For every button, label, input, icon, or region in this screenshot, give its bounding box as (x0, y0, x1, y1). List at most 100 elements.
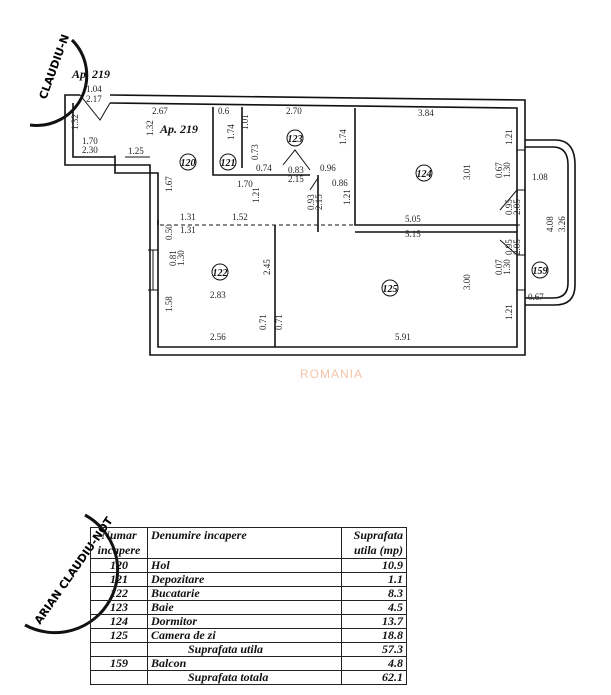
dimension: 1.67 (164, 176, 174, 192)
dimension: 0.67 (528, 292, 544, 302)
room-number: 159 (533, 266, 548, 277)
dimension: 1.31 (180, 212, 196, 222)
room-name: Balcon (147, 656, 342, 671)
room-area: 1.1 (341, 572, 407, 587)
dimension-labels: 1.04 2.17 1.32 2.67 0.6 2.70 3.84 1.32 1… (70, 84, 567, 342)
dimension: 1.74 (338, 129, 348, 145)
dimension: 2.30 (82, 145, 98, 155)
dimension: 0.86 (332, 178, 348, 188)
walls (64, 94, 576, 356)
dimension: 2.83 (210, 290, 226, 300)
room-number: 159 (90, 656, 148, 671)
dimension: 1.32 (70, 114, 80, 130)
dimension: 1.32 (145, 120, 155, 136)
dimension: 0.71 (258, 314, 268, 330)
room-number: 125 (383, 284, 398, 295)
room-number: 121 (221, 158, 236, 169)
dimension: 5.05 (405, 214, 421, 224)
room-number: 123 (288, 134, 303, 145)
room-area: 13.7 (341, 614, 407, 629)
empty-cell (90, 670, 148, 685)
dimension: 0.95 (504, 239, 514, 255)
dimension: 2.15 (314, 194, 324, 210)
dimension: 0.71 (274, 314, 284, 330)
room-name: Depozitare (147, 572, 342, 587)
room-number: 120 (90, 558, 148, 573)
dimension: 1.08 (532, 172, 548, 182)
room-area: 18.8 (341, 628, 407, 643)
dimension: 2.15 (288, 174, 304, 184)
dimension: 0.81 (168, 250, 178, 266)
dimension: 2.70 (286, 106, 302, 116)
dimension: 4.08 (545, 216, 555, 232)
dimension: 0.6 (218, 106, 230, 116)
room-number: 121 (90, 572, 148, 587)
room-number: 124 (90, 614, 148, 629)
room-number: 124 (417, 169, 432, 180)
room-number: 125 (90, 628, 148, 643)
room-number: 123 (90, 600, 148, 615)
dimension: 1.21 (504, 304, 514, 320)
dimension: 1.70 (237, 179, 253, 189)
empty-cell (90, 642, 148, 657)
room-area: 10.9 (341, 558, 407, 573)
header-room-number: Numar incapere (90, 527, 148, 559)
dimension: 0.96 (320, 163, 336, 173)
dimension: 0.50 (164, 224, 174, 240)
dimension: 3.00 (462, 274, 472, 290)
room-number: 122 (213, 268, 228, 279)
dimension: 1.25 (128, 146, 144, 156)
dimension: 5.91 (395, 332, 411, 342)
room-number: 122 (90, 586, 148, 601)
dimension: 0.73 (250, 144, 260, 160)
header-room-name: Denumire incapere (147, 527, 342, 559)
dimension: 2.45 (262, 259, 272, 275)
dimension: 1.30 (502, 162, 512, 178)
header-area: Suprafata utila (mp) (341, 527, 407, 559)
dimension: 3.26 (557, 216, 567, 232)
room-number: 120 (181, 158, 196, 169)
room-area: 4.8 (341, 656, 407, 671)
dimension: 3.01 (462, 164, 472, 180)
dimension: 2.67 (152, 106, 168, 116)
room-area: 8.3 (341, 586, 407, 601)
table-header: Numar incapere Denumire incapere Suprafa… (90, 527, 407, 559)
room-name: Hol (147, 558, 342, 573)
subtotal-label: Suprafata utila (147, 642, 342, 657)
room-name: Camera de zi (147, 628, 342, 643)
dimension: 1.21 (251, 187, 261, 203)
dimension: 1.21 (342, 189, 352, 205)
room-area-table: Numar incapere Denumire incapere Suprafa… (90, 527, 407, 685)
dimension: 0.67 (494, 162, 504, 178)
dimension: 0.74 (256, 163, 272, 173)
dimension: 1.04 (86, 84, 102, 94)
dimension: 2.56 (210, 332, 226, 342)
apartment-label: Ap. 219 (159, 122, 198, 136)
room-name: Bucatarie (147, 586, 342, 601)
room-name: Dormitor (147, 614, 342, 629)
dimension: 1.74 (226, 124, 236, 140)
dimension: 1.58 (164, 296, 174, 312)
dimension: 5.15 (405, 229, 421, 239)
total-area: 62.1 (341, 670, 407, 685)
dimension: 3.84 (418, 108, 434, 118)
svg-text:CLAUDIU-N: CLAUDIU-N (37, 33, 73, 101)
dimension: 1.30 (502, 259, 512, 275)
dimension: 2.17 (86, 94, 102, 104)
watermark: ROMANIA (300, 367, 363, 381)
dimension: 2.05 (512, 239, 522, 255)
apartment-label: Ap. 219 (71, 67, 110, 81)
dimension: 1.52 (232, 212, 248, 222)
total-label: Suprafata totala (147, 670, 342, 685)
dimension: 1.31 (180, 225, 196, 235)
